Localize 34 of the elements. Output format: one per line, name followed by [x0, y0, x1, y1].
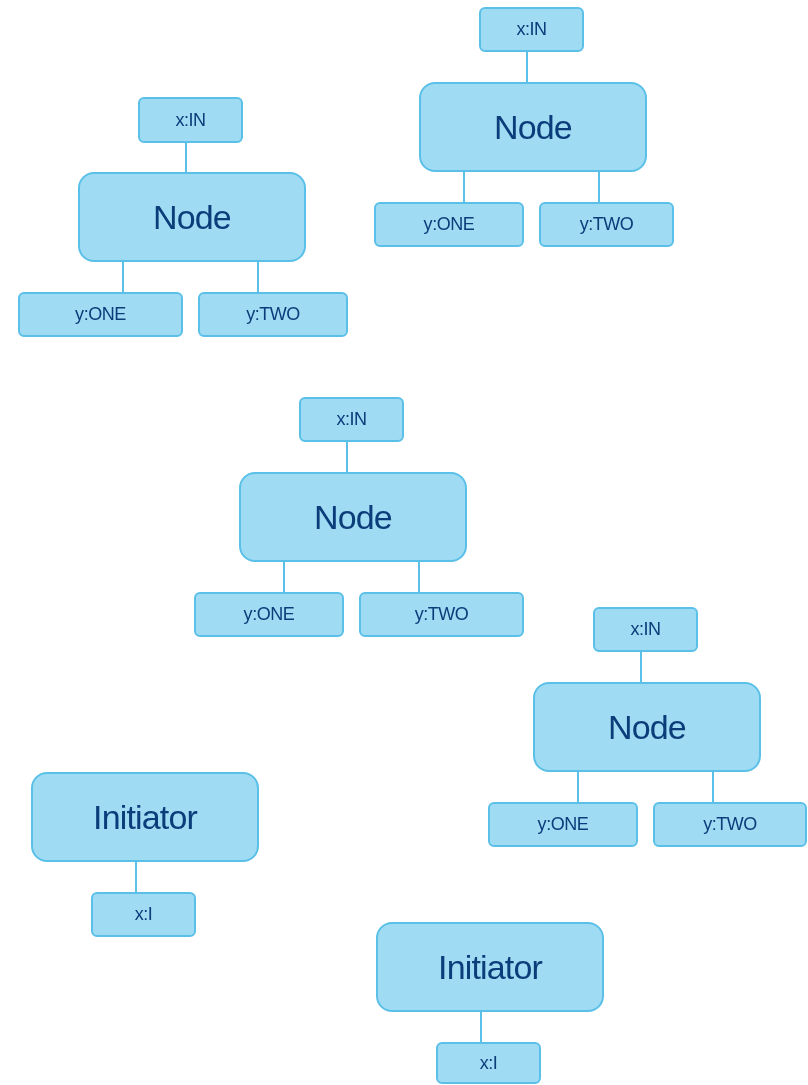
connector-line — [418, 561, 420, 593]
port-box: x:IN — [593, 607, 698, 652]
connector-line — [346, 441, 348, 473]
connector-line — [185, 142, 187, 173]
node-box: Node — [419, 82, 647, 172]
connector-line — [577, 771, 579, 803]
port-box: y:ONE — [194, 592, 344, 637]
port-box: x:I — [91, 892, 196, 937]
port-box: y:ONE — [18, 292, 183, 337]
node-box: Node — [78, 172, 306, 262]
port-box: y:TWO — [198, 292, 348, 337]
port-box: x:IN — [138, 97, 243, 143]
port-box: y:TWO — [653, 802, 807, 847]
port-box: y:TWO — [359, 592, 524, 637]
node-box: Node — [239, 472, 467, 562]
connector-line — [598, 171, 600, 203]
port-box: y:ONE — [374, 202, 524, 247]
connector-line — [122, 261, 124, 293]
connector-line — [135, 861, 137, 893]
node-box: Initiator — [376, 922, 604, 1012]
node-box: Node — [533, 682, 761, 772]
connector-line — [640, 651, 642, 683]
port-box: x:IN — [299, 397, 404, 442]
port-box: y:TWO — [539, 202, 674, 247]
port-box: x:I — [436, 1042, 541, 1084]
connector-line — [257, 261, 259, 293]
connector-line — [463, 171, 465, 203]
port-box: y:ONE — [488, 802, 638, 847]
port-box: x:IN — [479, 7, 584, 52]
connector-line — [283, 561, 285, 593]
connector-line — [526, 51, 528, 83]
node-box: Initiator — [31, 772, 259, 862]
connector-line — [480, 1011, 482, 1043]
connector-line — [712, 771, 714, 803]
